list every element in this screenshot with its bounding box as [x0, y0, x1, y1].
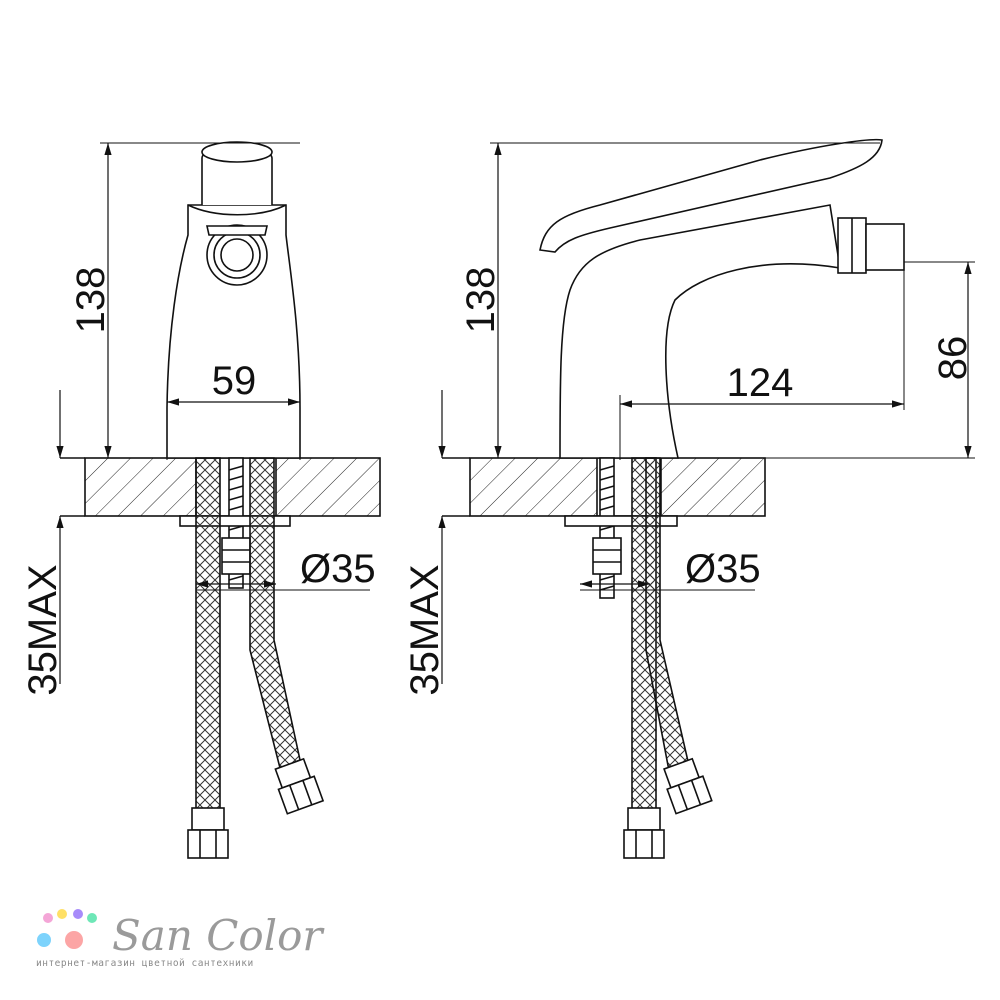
logo-dot	[37, 933, 51, 947]
front-hose-left	[195, 457, 221, 829]
logo-dot	[65, 931, 83, 949]
front-deck-label: 35MAX	[21, 564, 65, 695]
sancolor-logo: San Color интернет-магазин цветной санте…	[36, 909, 325, 969]
front-hose-fitting-right	[274, 757, 325, 815]
front-height-label: 138	[69, 267, 113, 334]
logo-dot	[57, 909, 67, 919]
side-reach-label: 124	[727, 361, 794, 405]
side-spout-height-label: 86	[931, 336, 975, 381]
side-view	[438, 138, 975, 859]
front-hose-fitting-left	[187, 807, 229, 859]
front-hole-label: Ø35	[300, 547, 376, 591]
side-faucet-body	[559, 204, 841, 459]
logo-dot	[87, 913, 97, 923]
front-width-label: 59	[212, 359, 257, 403]
side-spray-nozzle	[837, 217, 905, 274]
logo-dots	[37, 909, 97, 949]
front-view	[56, 141, 381, 859]
side-deck-label: 35MAX	[403, 564, 447, 695]
logo-name: San Color	[112, 911, 325, 960]
logo-dot	[73, 909, 83, 919]
logo-tagline: интернет-магазин цветной сантехники	[36, 958, 254, 969]
side-hose-fitting-back	[663, 757, 713, 815]
side-hole-label: Ø35	[685, 547, 761, 591]
side-height-label: 138	[459, 267, 503, 334]
side-hose-fitting-front	[623, 807, 665, 859]
side-lever	[539, 138, 883, 253]
front-aerator	[206, 224, 268, 286]
logo-dot	[43, 913, 53, 923]
